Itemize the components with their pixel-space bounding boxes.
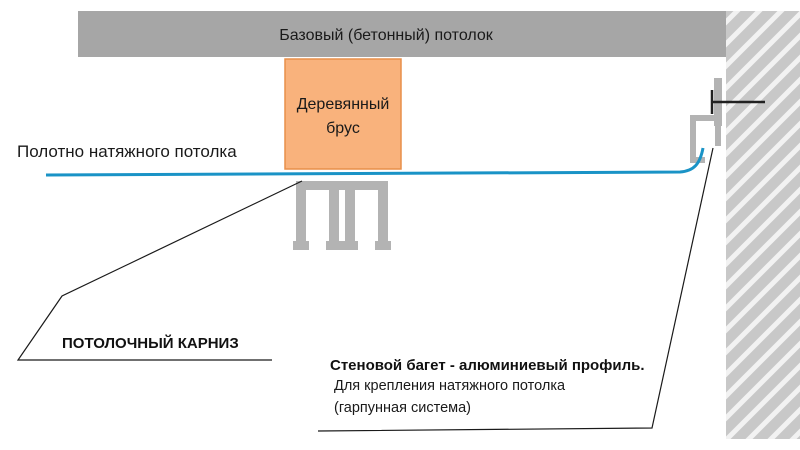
cornice-leg-1 <box>296 181 306 245</box>
wooden-beam: Деревянный брус <box>284 58 402 170</box>
stretch-canvas-label: Полотно натяжного потолка <box>17 142 237 161</box>
wall-baguette-title: Стеновой багет - алюминиевый профиль. <box>330 357 645 374</box>
cornice-leg-4 <box>378 181 388 245</box>
cornice-leg-2 <box>329 181 339 245</box>
cornice-foot-2 <box>326 241 342 250</box>
cornice-foot-4 <box>375 241 391 250</box>
cornice-top-bar <box>296 181 388 190</box>
leader-lines <box>16 147 714 432</box>
base-ceiling-label: Базовый (бетонный) потолок <box>279 27 494 44</box>
wooden-beam-block <box>284 58 402 170</box>
base-ceiling-slab <box>78 11 726 57</box>
wall-baguette-note-line2: (гарпунная система) <box>334 400 471 416</box>
cornice-foot-1 <box>293 241 309 250</box>
base-ceiling: Базовый (бетонный) потолок <box>78 11 726 57</box>
baguette-leader-line <box>317 147 714 432</box>
cornice-leg-3 <box>345 181 355 245</box>
stretch-canvas: Полотно натяжного потолка <box>17 142 705 177</box>
stretch-canvas-line <box>45 147 705 177</box>
cornice-leader-line <box>16 180 303 361</box>
ceiling-cornice-profile <box>293 181 391 250</box>
cornice-foot-3 <box>342 241 358 250</box>
wooden-beam-label-line1: Деревянный <box>297 96 390 113</box>
wooden-beam-label-line2: брус <box>326 120 360 137</box>
ceiling-cornice-label: ПОТОЛОЧНЫЙ КАРНИЗ <box>62 334 239 352</box>
wall-baguette-note-line1: Для крепления натяжного потолка <box>334 378 566 394</box>
wall-hatch <box>726 11 800 439</box>
wall <box>726 11 800 439</box>
